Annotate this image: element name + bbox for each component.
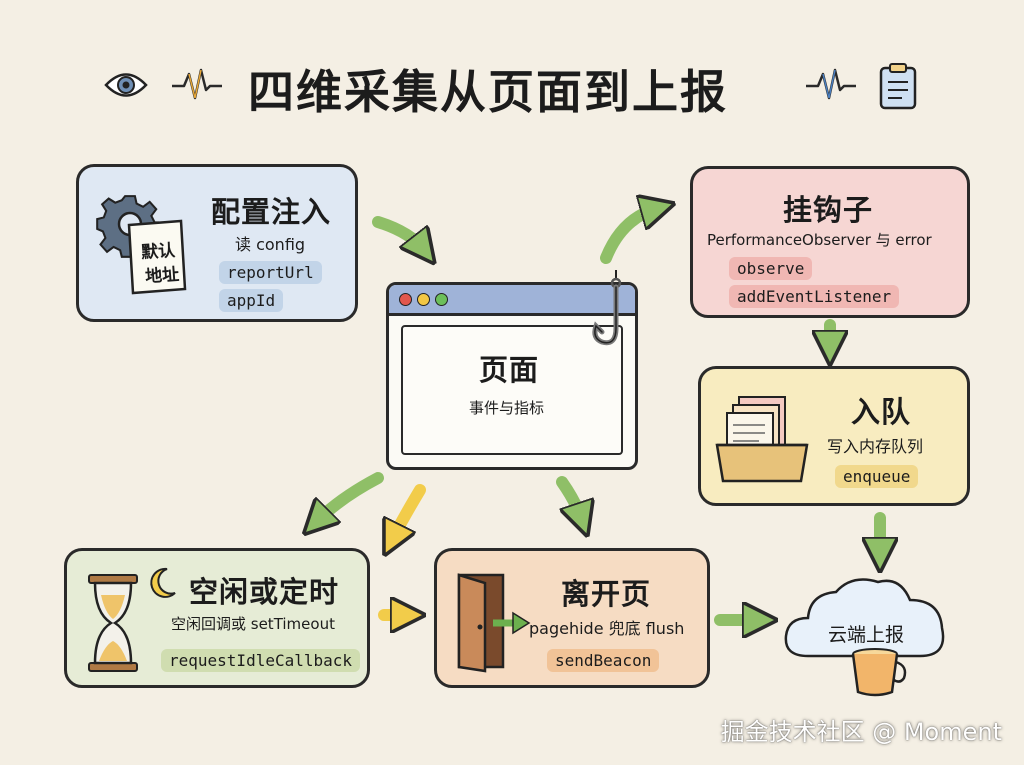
cloud-label: 云端上报 [828,624,905,646]
queue-title: 入队 [851,395,912,429]
note-text-1: 默认 [140,240,176,264]
browser-body [401,325,623,455]
arrow-page-to-hook [600,208,658,264]
page-subtitle: 事件与指标 [469,399,545,417]
door-icon [457,573,531,673]
idle-pill-requestidlecallback: requestIdleCallback [161,649,361,672]
config-pill-appid: appId [219,289,284,312]
file-tray-icon [715,396,809,483]
leave-pill-sendbeacon: sendBeacon [547,649,660,672]
config-card: 默认 地址 配置注入 读 config reportUrl appId [76,164,358,322]
leave-title: 离开页 [561,577,652,611]
pulse-icon [172,68,222,100]
window-dot-red [399,293,412,306]
arrow-page-to-leave [556,476,582,520]
fish-hook-icon [592,270,622,346]
hook-pill-observe: observe [729,257,813,280]
config-subtitle: 读 config [235,235,306,254]
moon-icon [150,567,176,598]
page-card: 页面 事件与指标 [386,282,638,470]
watermark: 掘金技术社区 @ Moment [720,718,1002,746]
bucket-icon [851,648,907,697]
arrow-config-to-page [372,216,424,250]
pulse-icon [806,68,856,100]
config-title: 配置注入 [211,195,332,229]
hourglass-icon [88,574,138,672]
arrow-page-to-idle [316,472,384,522]
config-pill-reporturl: reportUrl [219,261,322,284]
hook-card: 挂钩子 PerformanceObserver 与 error observe … [690,166,970,318]
clipboard-icon [879,63,917,110]
idle-title: 空闲或定时 [189,575,340,609]
hook-pill-addeventlistener: addEventListener [729,285,900,308]
window-dot-yellow [417,293,430,306]
page-title-label: 页面 [479,353,540,387]
note-text-2: 地址 [144,264,180,288]
leave-subtitle: pagehide 兜底 flush [529,619,685,638]
window-dot-green [435,293,448,306]
leave-card: 离开页 pagehide 兜底 flush sendBeacon [434,548,710,688]
cloud-icon [784,578,945,658]
idle-subtitle: 空闲回调或 setTimeout [171,615,335,633]
page-title: 四维采集从页面到上报 [248,65,728,119]
idle-card: 空闲或定时 空闲回调或 setTimeout requestIdleCallba… [64,548,370,688]
hook-title: 挂钩子 [783,193,874,227]
queue-subtitle: 写入内存队列 [827,437,924,456]
eye-icon [104,73,148,97]
note-icon [127,219,187,295]
hook-subtitle: PerformanceObserver 与 error [707,231,932,249]
arrow-page-to-idle-yellow [392,484,426,540]
browser-titlebar [389,285,635,316]
queue-card: 入队 写入内存队列 enqueue [698,366,970,506]
queue-pill-enqueue: enqueue [835,465,919,488]
